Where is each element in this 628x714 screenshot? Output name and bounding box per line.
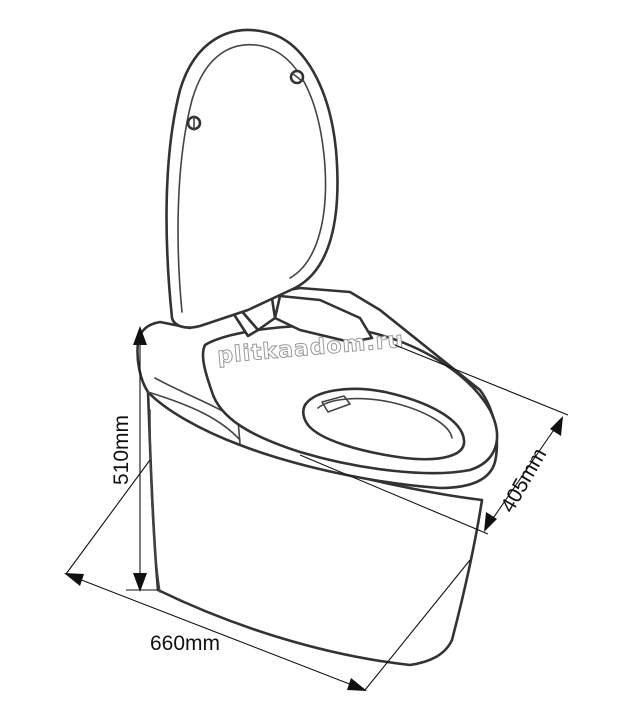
seat-arm <box>273 294 374 344</box>
deck-seam <box>147 391 241 441</box>
length-dimension <box>64 459 471 691</box>
width-dimension <box>299 344 569 535</box>
body-seam <box>149 409 161 593</box>
lid-bolt-left-icon <box>186 115 202 131</box>
lid-inner-edge <box>177 44 327 313</box>
toilet-lid <box>165 28 339 329</box>
bowl-inner <box>317 397 453 439</box>
lid-bolt-right-icon <box>289 69 305 85</box>
width-label: 405mm <box>496 444 551 516</box>
bidet-nozzle <box>321 395 351 413</box>
height-dimension <box>126 326 158 592</box>
height-label: 510mm <box>110 415 133 485</box>
length-label: 660mm <box>150 632 220 655</box>
